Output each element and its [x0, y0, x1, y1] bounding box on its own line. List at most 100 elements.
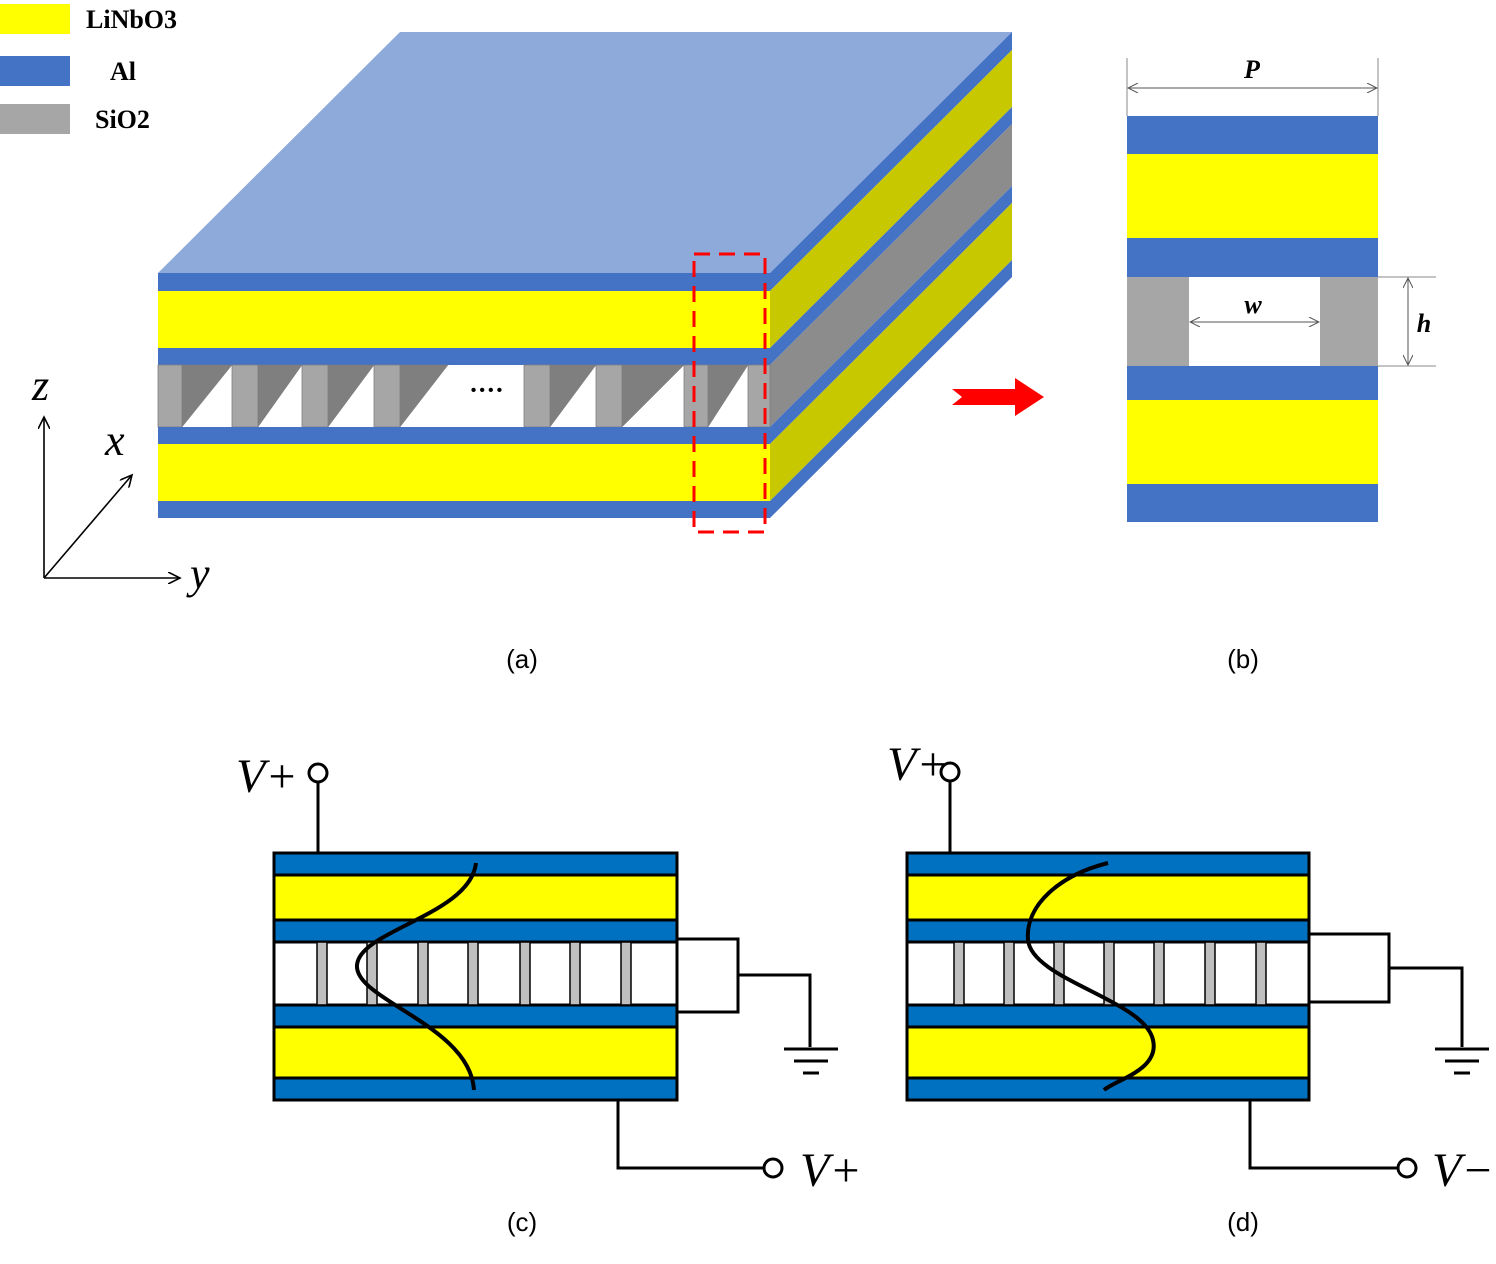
cell-al-4 — [1127, 484, 1378, 522]
c-sio2-grating — [316, 941, 632, 1006]
front-linbo3-1 — [158, 291, 770, 348]
side-al-2 — [770, 107, 1012, 365]
x-axis-label: x — [104, 416, 125, 465]
side-al-3 — [770, 186, 1012, 444]
side-sio2 — [770, 124, 1012, 427]
y-axis-label: y — [186, 549, 210, 598]
c-bottom-lead — [616, 1100, 764, 1170]
d-posts-post-4 — [1153, 941, 1165, 1006]
d-posts-post-0 — [953, 941, 965, 1006]
panel-d: V+ V− (d) — [887, 738, 1494, 1237]
c-ground-lead — [677, 937, 740, 1014]
sio2-post-3 — [373, 364, 401, 428]
cell-al-3 — [1127, 366, 1378, 400]
panel-c: V+ V+ (c) — [236, 750, 862, 1237]
top-face-al — [158, 32, 1012, 273]
sio2-grating — [157, 364, 771, 428]
d-posts-post-5 — [1204, 941, 1216, 1006]
c-al-mid-bottom — [272, 1003, 679, 1029]
c-linbo3-bottom — [272, 1025, 679, 1080]
d-al-mid-top — [905, 918, 1311, 944]
d-mode-profile — [1025, 861, 1156, 1092]
ellipsis: •••• — [471, 382, 505, 399]
sio2-post-1 — [231, 364, 259, 428]
legend-label-al: Al — [110, 57, 136, 86]
panel-b: P w h (b) — [1126, 55, 1436, 674]
unit-cell-selection — [692, 252, 767, 534]
front-linbo3-2 — [158, 444, 770, 501]
d-posts-post-3 — [1103, 941, 1115, 1006]
c-bottom-terminal-label: V+ — [800, 1144, 862, 1197]
legend-label-sio2: SiO2 — [95, 105, 150, 134]
legend-swatch-linbo3 — [0, 4, 70, 34]
front-al-1 — [158, 273, 770, 291]
d-posts-post-1 — [1003, 941, 1015, 1006]
d-bottom-lead — [1248, 1100, 1398, 1170]
legend-item-linbo3: LiNbO3 — [0, 4, 177, 34]
zoom-arrow — [952, 378, 1044, 416]
c-posts-post-0 — [316, 941, 328, 1006]
side-linbo3-2 — [770, 203, 1012, 501]
height-label: h — [1417, 309, 1431, 338]
c-posts-post-1 — [366, 941, 378, 1006]
c-top-terminal-label: V+ — [236, 750, 298, 803]
d-linbo3-bottom — [905, 1025, 1311, 1080]
legend-item-sio2: SiO2 — [0, 104, 150, 134]
period-label: P — [1243, 55, 1261, 84]
d-wiring — [939, 761, 1489, 1179]
d-ground-wire — [1389, 966, 1464, 1047]
cell-al-2 — [1127, 238, 1378, 277]
caption-c: (c) — [507, 1207, 537, 1237]
x-axis — [43, 475, 132, 579]
side-linbo3-1 — [770, 50, 1012, 348]
d-al-mid-bottom — [905, 1003, 1311, 1029]
panel-a: •••• z x y (a) — [31, 32, 1012, 674]
c-posts-post-5 — [569, 941, 581, 1006]
sio2-post-2 — [301, 364, 329, 428]
legend: LiNbO3 Al SiO2 — [0, 4, 177, 134]
c-mode-profile — [354, 862, 478, 1091]
c-wiring — [307, 762, 838, 1179]
legend-item-al: Al — [0, 56, 136, 86]
c-ground-wire — [738, 973, 812, 1047]
width-label: w — [1244, 290, 1262, 319]
cell-al-1 — [1127, 116, 1378, 154]
front-al-2 — [158, 348, 770, 365]
legend-label-linbo3: LiNbO3 — [86, 5, 177, 34]
right-side-faces — [770, 32, 1012, 518]
c-posts-post-6 — [620, 941, 632, 1006]
sio2-post-7 — [747, 364, 771, 428]
sio2-post-6 — [683, 364, 709, 428]
coordinate-axes — [44, 417, 180, 578]
front-face: •••• — [157, 273, 771, 518]
sio2-post-0 — [157, 364, 183, 428]
cell-linbo3-2 — [1127, 400, 1378, 484]
c-bottom-terminal-node — [762, 1157, 784, 1179]
side-al-4 — [770, 260, 1012, 518]
cell-sio2-left — [1127, 277, 1189, 366]
d-posts-post-6 — [1255, 941, 1267, 1006]
d-bottom-terminal-label: V− — [1432, 1144, 1494, 1197]
side-al-1 — [770, 32, 1012, 291]
caption-a: (a) — [506, 644, 538, 674]
front-al-3 — [158, 427, 770, 444]
sio2-post-5 — [595, 364, 623, 428]
z-axis-label: z — [31, 361, 49, 410]
legend-swatch-al — [0, 56, 70, 86]
sio2-post-4 — [523, 364, 551, 428]
c-top-terminal-node — [307, 762, 329, 784]
d-top-terminal-node — [939, 761, 961, 783]
c-al-mid-top — [272, 918, 679, 944]
d-ground-lead — [1309, 932, 1391, 1004]
c-posts-post-2 — [417, 941, 429, 1006]
c-posts-post-4 — [519, 941, 531, 1006]
legend-swatch-sio2 — [0, 104, 70, 134]
d-bottom-terminal-node — [1396, 1157, 1418, 1179]
cell-sio2-right — [1320, 277, 1378, 366]
front-al-4 — [158, 501, 770, 518]
caption-d: (d) — [1227, 1207, 1259, 1237]
d-linbo3-top — [905, 873, 1311, 922]
c-linbo3-top — [272, 873, 679, 922]
caption-b: (b) — [1227, 644, 1259, 674]
